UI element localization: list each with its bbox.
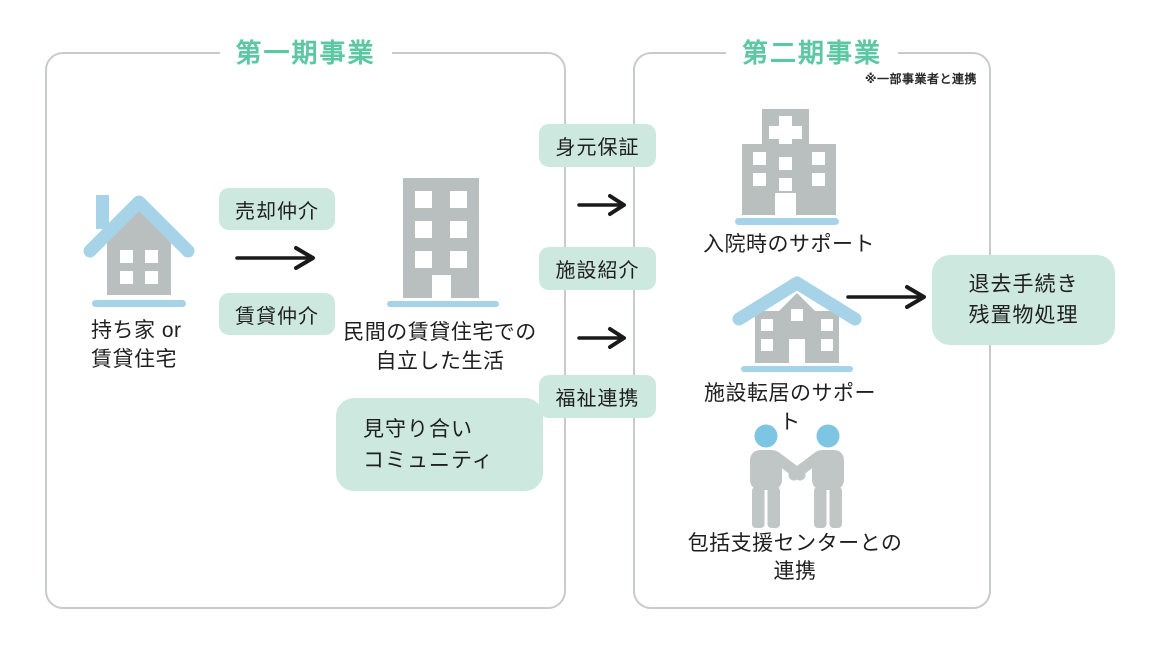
apartment-label-line: 民間の賃貸住宅での: [343, 321, 537, 344]
exit-procedures-line: 残置物処理: [968, 304, 1079, 327]
right-arrow-icon: [235, 245, 317, 276]
apartment-building-icon: [387, 174, 499, 312]
partner-note: ※一部事業者と連携: [864, 72, 977, 86]
handshake-people-icon: [740, 423, 854, 534]
rent-tag: 賃貸仲介: [219, 293, 335, 335]
hospital-label: 入院時のサポート: [703, 233, 875, 256]
care-facility-label: 施設転居のサポート: [704, 382, 876, 434]
welfare-cooperation-tag: 福祉連携: [539, 375, 656, 418]
house-label: 持ち家 or 賃貸住宅: [91, 316, 182, 374]
phase1-title: 第一期事業: [219, 36, 392, 70]
phase1-panel: 第一期事業: [45, 36, 566, 609]
sale-tag: 売却仲介: [219, 188, 335, 230]
house-icon: [83, 187, 195, 312]
handshake-label-line: 包括支援センターとの: [687, 532, 903, 555]
phase2-title: 第二期事業: [725, 36, 899, 70]
hospital-icon: [733, 105, 845, 230]
facility-referral-tag: 施設紹介: [539, 247, 656, 290]
community-box: 見守り合い コミュニティ: [336, 398, 543, 491]
rent-tag-label: 賃貸仲介: [235, 305, 319, 328]
apartment-label: 民間の賃貸住宅での 自立した生活: [330, 318, 550, 376]
house-label-line: 賃貸住宅: [91, 348, 177, 371]
handshake-label-line: 連携: [773, 560, 817, 583]
community-box-line: コミュニティ: [363, 448, 494, 472]
community-box-line: 見守り合い: [363, 417, 473, 441]
sale-tag-label: 売却仲介: [235, 200, 319, 223]
exit-procedures-line: 退去手続き: [968, 273, 1079, 296]
identity-guarantee-tag: 身元保証: [539, 124, 656, 167]
right-arrow-icon: [577, 326, 627, 355]
apartment-label-line: 自立した生活: [375, 350, 505, 373]
right-arrow-icon: [577, 193, 627, 222]
exit-procedures-box: 退去手続き 残置物処理: [932, 255, 1115, 345]
right-arrow-icon: [846, 284, 928, 315]
welfare-cooperation-label: 福祉連携: [555, 388, 640, 410]
handshake-label: 包括支援センターとの 連携: [680, 530, 910, 586]
phase2-panel: 第二期事業: [633, 36, 991, 609]
care-facility-icon: [731, 269, 863, 378]
facility-referral-label: 施設紹介: [555, 260, 640, 282]
identity-guarantee-label: 身元保証: [555, 137, 640, 159]
house-label-line: 持ち家 or: [91, 319, 182, 342]
